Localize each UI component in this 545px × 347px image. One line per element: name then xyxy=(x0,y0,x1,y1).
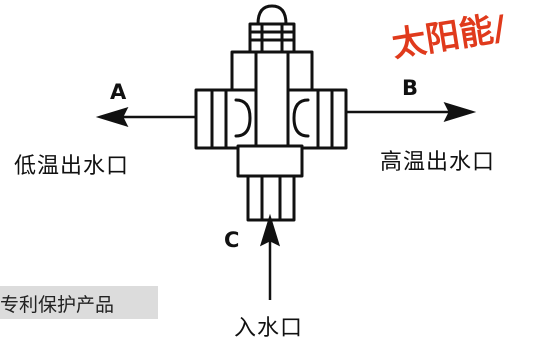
patent-badge: 专利保护产品 xyxy=(0,286,158,319)
valve-cap xyxy=(256,4,288,26)
port-c-label: 入水口 xyxy=(234,316,304,341)
port-c-letter: C xyxy=(224,228,240,252)
port-b-letter: B xyxy=(402,76,419,100)
patent-badge-text: 专利保护产品 xyxy=(0,294,115,316)
inlet-pipe xyxy=(246,174,296,222)
arrow-b xyxy=(346,101,477,123)
valve-lower-body xyxy=(236,144,304,178)
arrow-c xyxy=(259,213,281,300)
port-a-label: 低温出水口 xyxy=(14,154,130,179)
port-b-label: 高温出水口 xyxy=(380,150,496,175)
arrow-a xyxy=(95,106,196,128)
port-a-letter: A xyxy=(110,80,127,104)
valve-nut xyxy=(248,22,296,54)
